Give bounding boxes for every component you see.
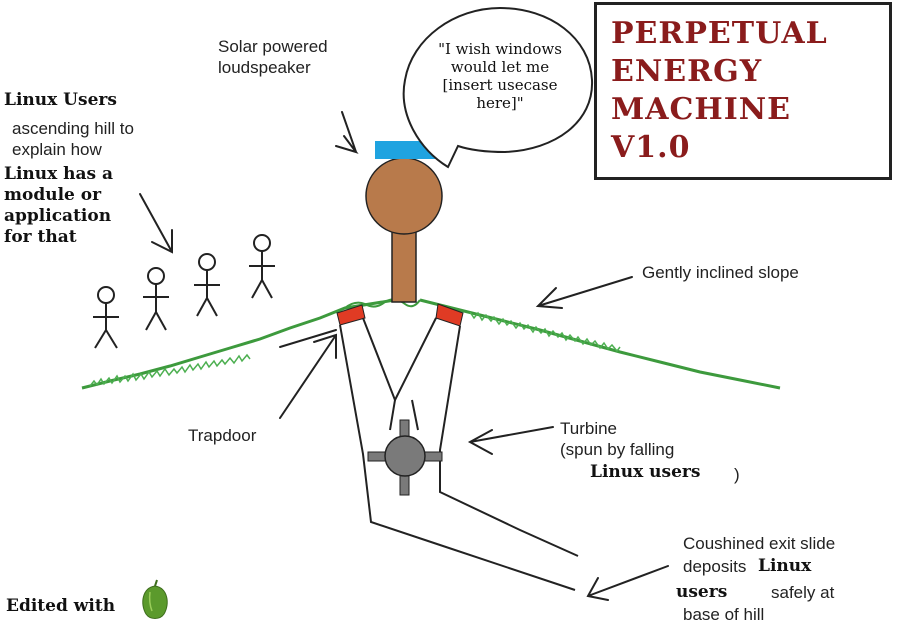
bubble-line-2: would let me bbox=[450, 58, 550, 76]
label-ascending-line-1: ascending hill to bbox=[12, 119, 134, 138]
grass-texture-left bbox=[89, 353, 251, 387]
speech-bubble-outline bbox=[402, 6, 594, 169]
title-line-2: ENERGY bbox=[611, 54, 763, 89]
label-turbine-line-2: (spun by falling bbox=[560, 440, 675, 459]
stick-figure-3 bbox=[194, 253, 220, 317]
label-exit-safely: safely at bbox=[771, 582, 834, 603]
bubble-line-1: "I wish windows bbox=[438, 40, 562, 58]
label-ascending: ascending hill to explain how bbox=[12, 118, 134, 160]
neck-tube bbox=[391, 224, 417, 303]
stick-figure-1 bbox=[93, 286, 119, 349]
green-pepper-icon bbox=[142, 579, 168, 619]
arrow-trapdoor-2 bbox=[279, 329, 337, 348]
arrow-slope bbox=[535, 276, 633, 309]
watermark-text: Edited with bbox=[6, 596, 116, 616]
trapdoor-left bbox=[336, 304, 366, 326]
stick-figure-4 bbox=[249, 234, 275, 299]
arrow-exit-slide bbox=[586, 565, 669, 601]
grass-hilltop bbox=[344, 298, 421, 309]
label-slope: Gently inclined slope bbox=[642, 263, 799, 282]
label-exit-linux: Linux bbox=[758, 556, 812, 576]
label-turbine-line-1: Turbine bbox=[560, 419, 618, 438]
bubble-line-4: here]" bbox=[476, 94, 524, 112]
chute-right-wall bbox=[439, 325, 579, 557]
label-exit-safely-line-1: safely at bbox=[771, 583, 835, 602]
grass-slope-left bbox=[81, 298, 396, 390]
title-line-4: V1.0 bbox=[611, 130, 691, 165]
label-loudspeaker: Solar powered loudspeaker bbox=[218, 36, 328, 78]
grass-slope-right bbox=[419, 298, 781, 390]
label-turbine-users: Linux users bbox=[590, 462, 701, 482]
title-box: PERPETUAL ENERGY MACHINE V1.0 bbox=[594, 2, 892, 180]
turbine bbox=[367, 419, 443, 496]
chute-left-wall bbox=[339, 324, 576, 591]
label-loudspeaker-line-2: loudspeaker bbox=[218, 58, 311, 77]
label-loudspeaker-line-1: Solar powered bbox=[218, 37, 328, 56]
arrow-linux-users bbox=[139, 193, 173, 254]
arrow-trapdoor bbox=[279, 333, 337, 419]
label-linux-has-line-4: for that bbox=[4, 227, 77, 247]
label-linux-has-line-3: application bbox=[4, 206, 112, 226]
stick-figure-2 bbox=[143, 267, 169, 331]
machine-head bbox=[365, 157, 443, 235]
label-exit-slide-line-1: Coushined exit slide bbox=[683, 534, 836, 553]
label-turbine-close: ) bbox=[734, 465, 740, 484]
label-turbine: Turbine (spun by falling bbox=[560, 418, 674, 460]
arrow-turbine bbox=[467, 426, 554, 455]
label-ascending-line-2: explain how bbox=[12, 140, 102, 159]
label-exit-deposits: deposits bbox=[683, 557, 747, 576]
title-line-3: MACHINE bbox=[611, 92, 792, 127]
label-linux-users-heading: Linux Users bbox=[4, 90, 117, 110]
label-trapdoor: Trapdoor bbox=[188, 426, 257, 445]
funnel-inner bbox=[362, 317, 437, 403]
grass-texture-right bbox=[469, 311, 621, 353]
label-linux-has: Linux has a module or application for th… bbox=[4, 164, 113, 248]
label-exit-users: users bbox=[676, 582, 728, 602]
speech-bubble-text: "I wish windows would let me [insert use… bbox=[420, 40, 580, 112]
label-linux-has-line-2: module or bbox=[4, 185, 102, 205]
bubble-line-3: [insert usecase bbox=[442, 76, 558, 94]
title-line-1: PERPETUAL bbox=[611, 16, 828, 51]
funnel-neck bbox=[389, 399, 419, 431]
solar-loudspeaker bbox=[375, 141, 436, 159]
arrow-loudspeaker bbox=[335, 111, 359, 154]
label-linux-has-line-1: Linux has a bbox=[4, 164, 114, 184]
label-exit-base: base of hill bbox=[683, 605, 765, 624]
